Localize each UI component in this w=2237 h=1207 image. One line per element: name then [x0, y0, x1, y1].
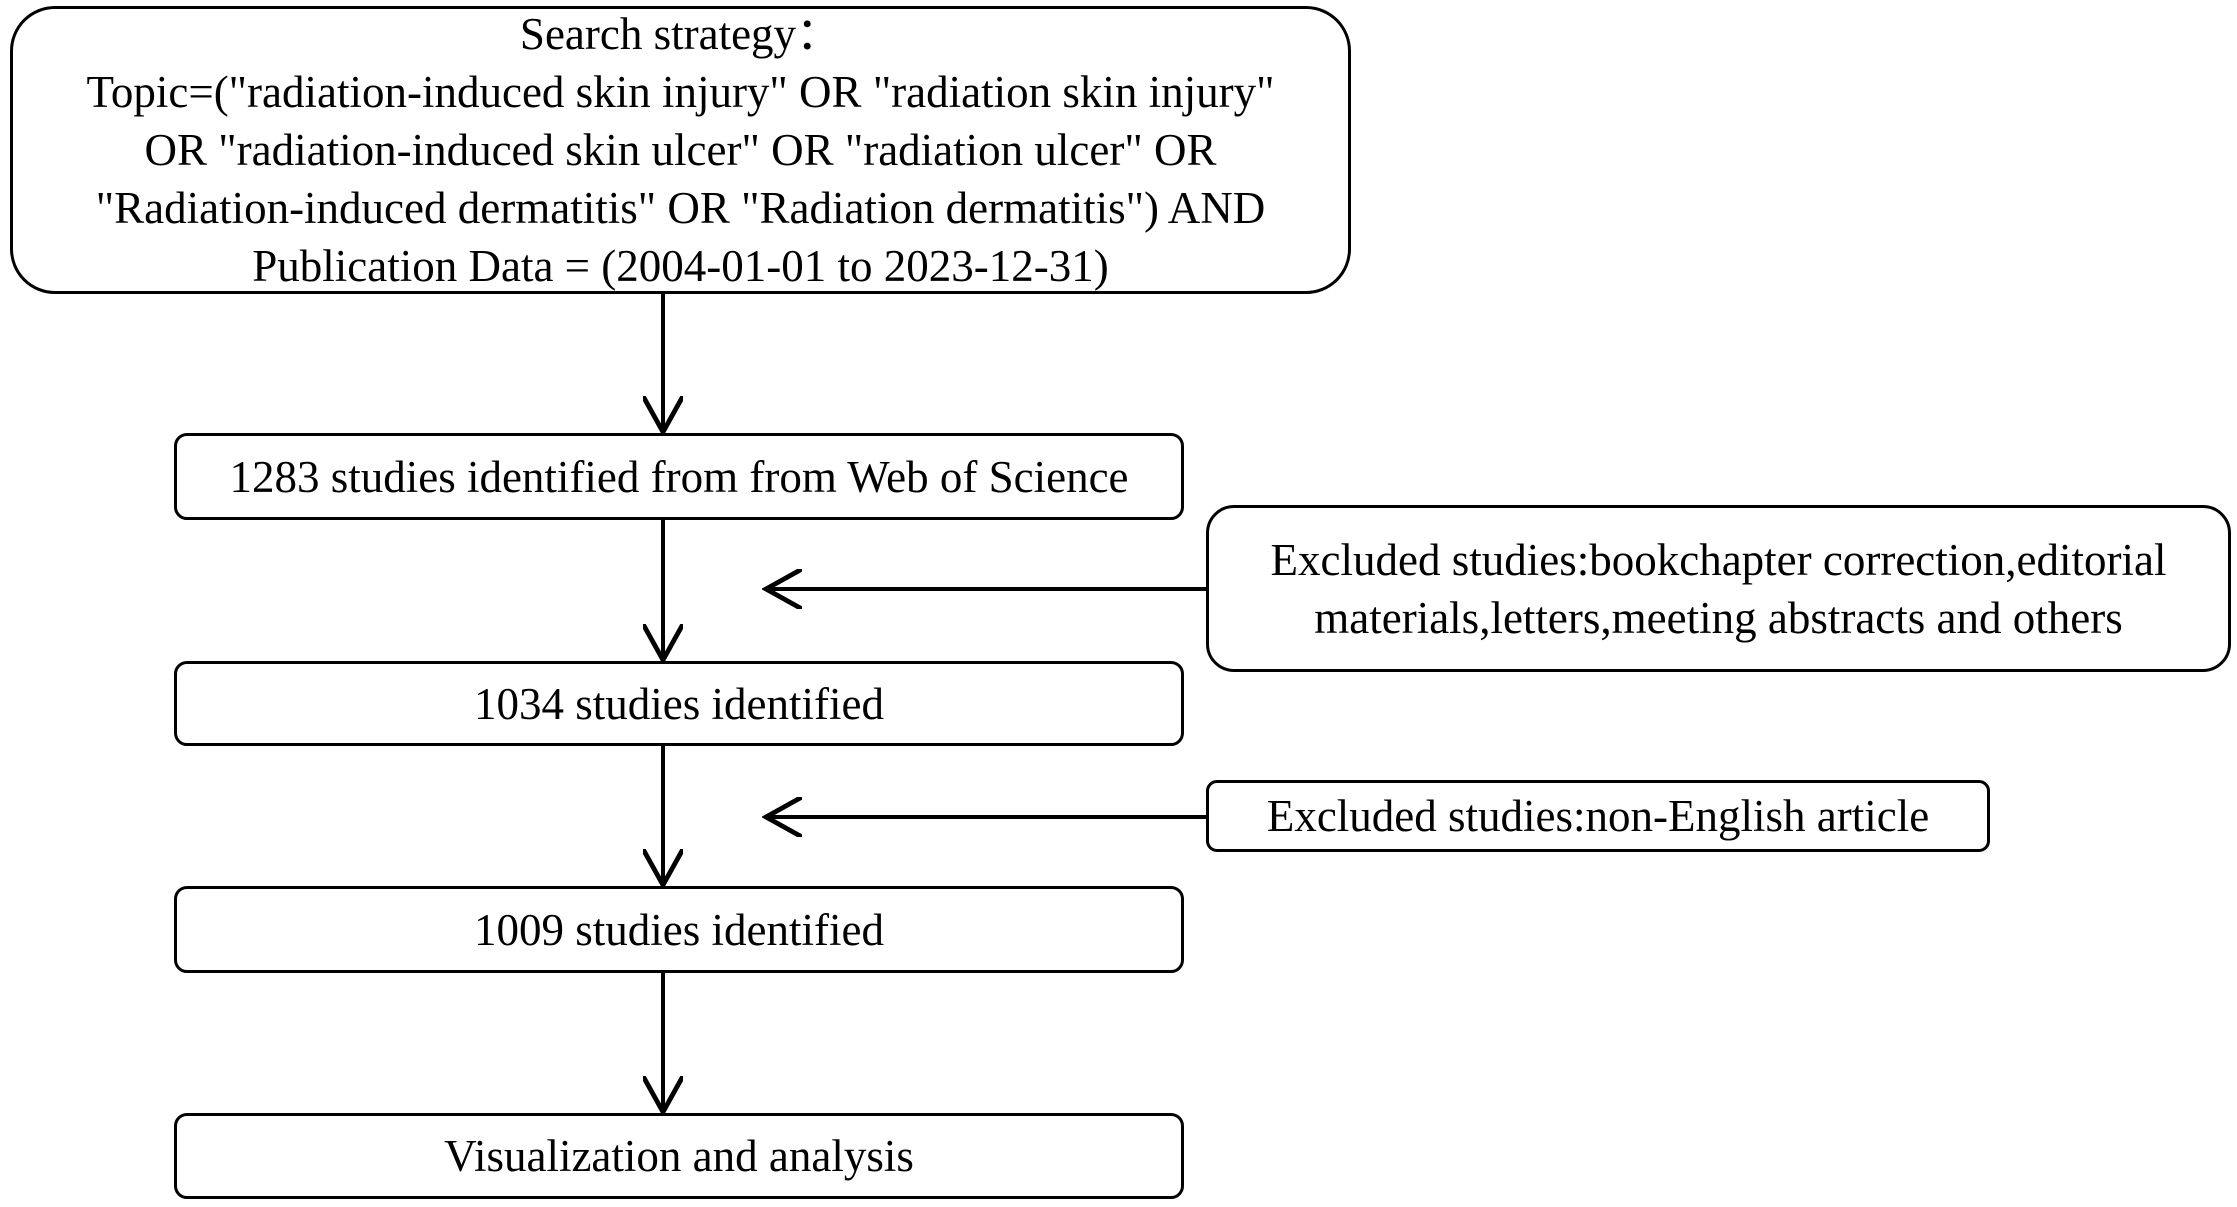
identified-wos-box: 1283 studies identified from from Web of…	[174, 433, 1184, 520]
search-strategy-text: Search strategy： Topic=("radiation-induc…	[87, 5, 1275, 295]
exclusion-first-text: Excluded studies:bookchapter correction,…	[1271, 531, 2167, 647]
identified-1009-label: 1009 studies identified	[474, 904, 884, 955]
visualization-label: Visualization and analysis	[444, 1131, 914, 1181]
search-strategy-line: "Radiation-induced dermatitis" OR "Radia…	[95, 183, 1266, 233]
exclusion-first-line: Excluded studies:bookchapter correction,…	[1270, 534, 2167, 585]
search-strategy-heading: Search strategy：	[519, 9, 842, 59]
search-strategy-box: Search strategy： Topic=("radiation-induc…	[10, 6, 1351, 294]
exclusion-first-line: materials,letters,meeting abstracts and …	[1314, 592, 2123, 643]
search-strategy-line: Topic=("radiation-induced skin injury" O…	[86, 67, 1275, 117]
identified-1009-box: 1009 studies identified	[174, 886, 1184, 973]
search-strategy-line: Publication Data = (2004-01-01 to 2023-1…	[252, 241, 1109, 291]
exclusion-box-first: Excluded studies:bookchapter correction,…	[1206, 505, 2231, 672]
search-strategy-line: OR "radiation-induced skin ulcer" OR "ra…	[144, 125, 1217, 175]
exclusion-second-label: Excluded studies:non-English article	[1266, 791, 1930, 841]
identified-wos-label: 1283 studies identified from from Web of…	[229, 451, 1129, 502]
visualization-box: Visualization and analysis	[174, 1113, 1184, 1199]
identified-1034-label: 1034 studies identified	[474, 678, 884, 729]
identified-1034-box: 1034 studies identified	[174, 661, 1184, 746]
exclusion-box-second: Excluded studies:non-English article	[1206, 780, 1990, 852]
